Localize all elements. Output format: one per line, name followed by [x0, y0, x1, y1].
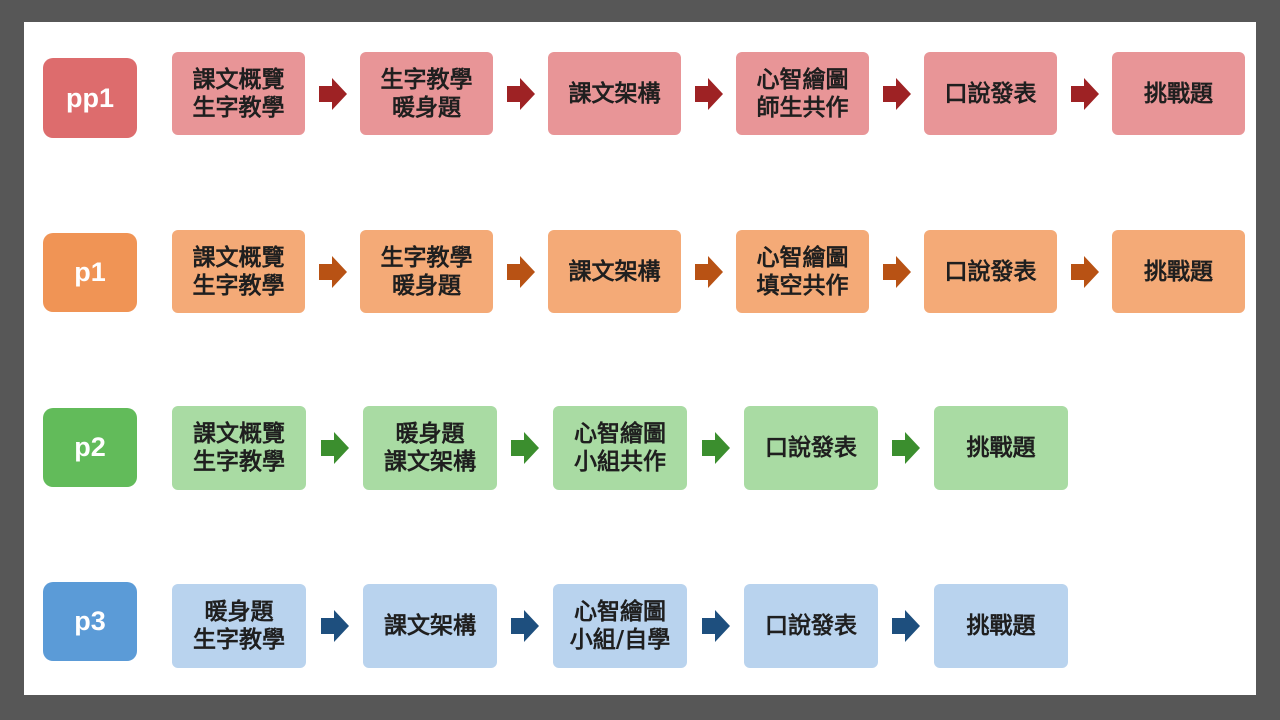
row-p3-step-5: 挑戰題 — [934, 584, 1068, 668]
step-text-line: 挑戰題 — [966, 435, 1036, 461]
step-text-line: 課文概覽 — [192, 244, 285, 271]
step-text-line: 暖身題 — [392, 94, 461, 121]
step-text-line: 心智繪圖 — [574, 421, 666, 447]
arrow-right-icon — [694, 255, 723, 289]
row-pp1-label: pp1 — [43, 58, 137, 138]
step-text-line: 口說發表 — [765, 613, 857, 639]
row-p3-step-4: 口說發表 — [744, 584, 878, 668]
row-p3-step-1: 暖身題生字教學 — [172, 584, 306, 668]
step-text-line: 暖身題 — [395, 421, 465, 447]
step-text-line: 課文架構 — [568, 80, 661, 107]
row-pp1-step-1: 課文概覽生字教學 — [172, 52, 305, 135]
row-p2-step-5: 挑戰題 — [934, 406, 1068, 490]
arrow-right-icon — [882, 77, 911, 111]
row-p1-step-2: 生字教學暖身題 — [360, 230, 493, 313]
row-p1-step-4: 心智繪圖填空共作 — [736, 230, 869, 313]
row-p2-step-1: 課文概覽生字教學 — [172, 406, 306, 490]
arrow-right-icon — [701, 431, 730, 465]
step-text-line: 口說發表 — [765, 435, 857, 461]
step-text-line: 挑戰題 — [1144, 258, 1213, 285]
row-p3-step-3: 心智繪圖小組/自學 — [553, 584, 687, 668]
step-text-line: 心智繪圖 — [756, 66, 849, 93]
row-p1-step-5: 口說發表 — [924, 230, 1057, 313]
step-text-line: 生字教學 — [192, 94, 285, 121]
step-text-line: 課文概覽 — [192, 66, 285, 93]
arrow-right-icon — [892, 609, 920, 643]
row-pp1-step-3: 課文架構 — [548, 52, 681, 135]
arrow-right-icon — [701, 609, 730, 643]
step-text-line: 小組/自學 — [569, 627, 671, 653]
step-text-line: 心智繪圖 — [756, 244, 849, 271]
arrow-right-icon — [1070, 255, 1099, 289]
row-p1-step-3: 課文架構 — [548, 230, 681, 313]
step-text-line: 課文概覽 — [193, 421, 285, 447]
arrow-right-icon — [320, 609, 349, 643]
step-text-line: 生字教學 — [193, 449, 285, 475]
row-pp1-step-6: 挑戰題 — [1112, 52, 1245, 135]
row-p1-label: p1 — [43, 233, 137, 312]
row-p2-step-2: 暖身題課文架構 — [363, 406, 497, 490]
row-p3-step-2: 課文架構 — [363, 584, 497, 668]
arrow-right-icon — [506, 77, 535, 111]
arrow-right-icon — [506, 255, 535, 289]
arrow-right-icon — [318, 255, 347, 289]
arrow-right-icon — [694, 77, 723, 111]
step-text-line: 生字教學 — [192, 272, 285, 299]
row-pp1-step-5: 口說發表 — [924, 52, 1057, 135]
step-text-line: 生字教學 — [193, 627, 285, 653]
step-text-line: 小組共作 — [574, 449, 666, 475]
step-text-line: 挑戰題 — [1144, 80, 1213, 107]
arrow-right-icon — [882, 255, 911, 289]
row-pp1-step-4: 心智繪圖師生共作 — [736, 52, 869, 135]
step-text-line: 課文架構 — [384, 613, 476, 639]
step-text-line: 師生共作 — [756, 94, 849, 121]
step-text-line: 暖身題 — [392, 272, 461, 299]
arrow-right-icon — [511, 609, 539, 643]
step-text-line: 課文架構 — [568, 258, 661, 285]
row-pp1-step-2: 生字教學暖身題 — [360, 52, 493, 135]
row-p2-label: p2 — [43, 408, 137, 487]
arrow-right-icon — [318, 77, 347, 111]
step-text-line: 心智繪圖 — [574, 599, 666, 625]
arrow-right-icon — [892, 431, 920, 465]
arrow-right-icon — [511, 431, 539, 465]
step-text-line: 填空共作 — [756, 272, 849, 299]
step-text-line: 口說發表 — [944, 80, 1037, 107]
step-text-line: 挑戰題 — [966, 613, 1036, 639]
row-p1-step-6: 挑戰題 — [1112, 230, 1245, 313]
row-p3-label: p3 — [43, 582, 137, 661]
row-p2-step-3: 心智繪圖小組共作 — [553, 406, 687, 490]
arrow-right-icon — [1070, 77, 1099, 111]
step-text-line: 暖身題 — [204, 599, 274, 625]
row-p1-step-1: 課文概覽生字教學 — [172, 230, 305, 313]
step-text-line: 生字教學 — [380, 244, 473, 271]
step-text-line: 課文架構 — [384, 449, 476, 475]
step-text-line: 口說發表 — [944, 258, 1037, 285]
arrow-right-icon — [320, 431, 349, 465]
row-p2-step-4: 口說發表 — [744, 406, 878, 490]
step-text-line: 生字教學 — [380, 66, 473, 93]
